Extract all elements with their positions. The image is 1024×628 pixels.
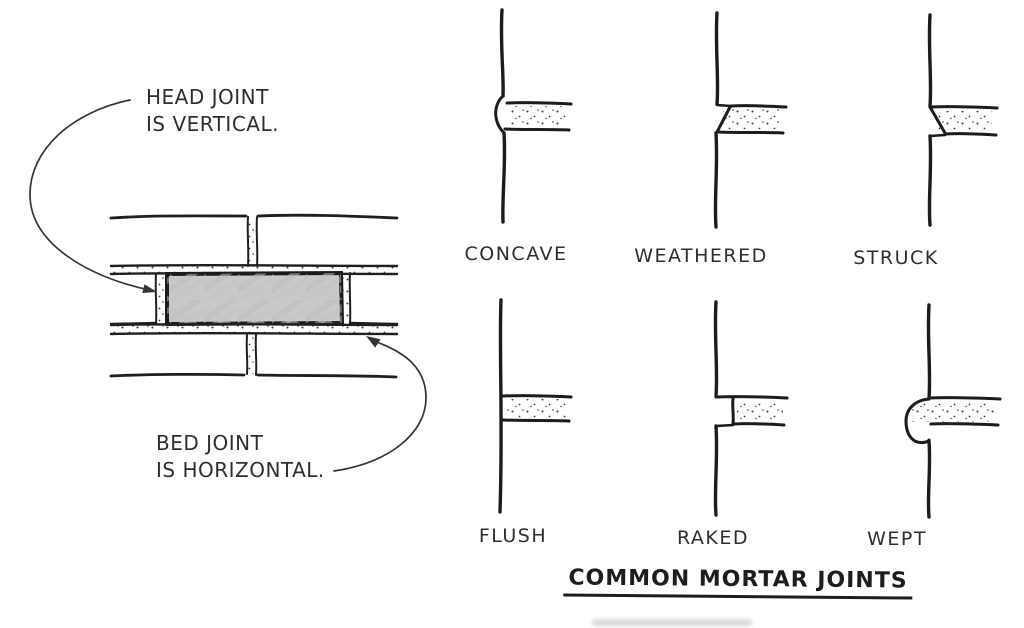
joint-label-wept: WEPT	[867, 528, 927, 550]
joint-label-weathered: WEATHERED	[634, 245, 768, 267]
joint-label-struck: STRUCK	[853, 247, 939, 269]
head-joint-arrow	[29, 99, 157, 293]
bed-joint-arrow	[333, 336, 427, 472]
cropped-text-artifact	[592, 619, 752, 626]
brick-wall-diagram	[109, 213, 399, 379]
joint-label-concave: CONCAVE	[464, 243, 568, 265]
raked-joint-drawing	[713, 300, 789, 517]
joint-label-flush: FLUSH	[478, 525, 548, 547]
bed-joint-note: BED JOINT IS HORIZONTAL.	[156, 431, 325, 482]
wept-joint-drawing	[904, 303, 1002, 519]
head-joint-note: HEAD JOINT IS VERTICAL.	[146, 85, 279, 136]
flush-joint-drawing	[498, 298, 573, 514]
struck-joint-drawing	[927, 13, 999, 227]
weathered-joint-drawing	[713, 11, 788, 229]
joint-label-raked: RAKED	[676, 527, 750, 549]
figure-title: COMMON MORTAR JOINTS	[563, 565, 913, 600]
concave-joint-drawing	[494, 8, 573, 224]
